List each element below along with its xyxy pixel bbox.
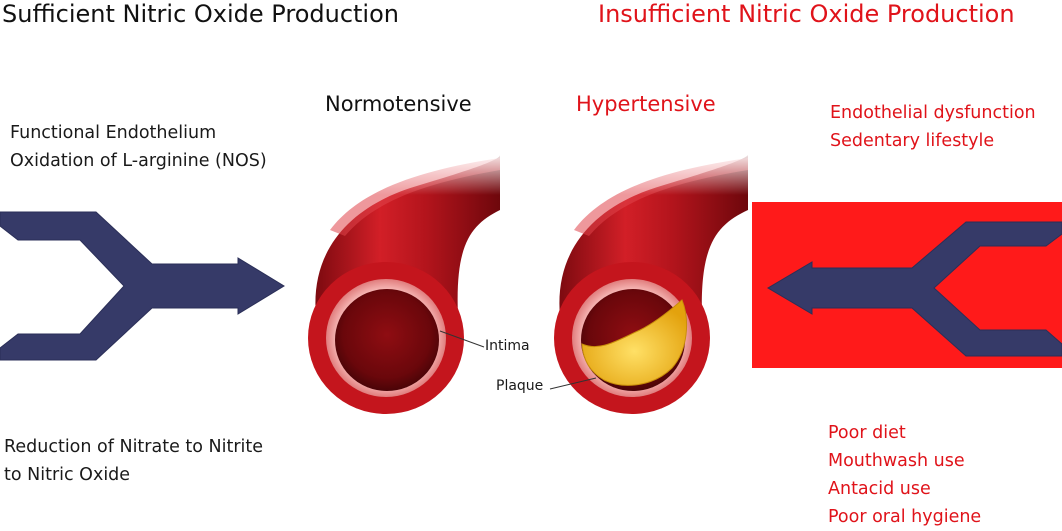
- text-line: Oxidation of L-arginine (NOS): [10, 151, 267, 171]
- text-line: Functional Endothelium: [10, 123, 217, 143]
- text-line: Reduction of Nitrate to Nitrite: [4, 437, 264, 457]
- normotensive-lumen: [335, 289, 439, 391]
- text-line: Poor oral hygiene: [828, 507, 982, 527]
- sufficient-sources-bottom: Reduction of Nitrate to Nitrite to Nitri…: [4, 433, 263, 489]
- insufficient-merge-arrow: [767, 221, 1062, 357]
- intima-leader-line: [439, 330, 485, 348]
- normotensive-vessel: [308, 150, 510, 414]
- insufficient-causes-top: Endothelial dysfunction Sedentary lifest…: [830, 99, 1036, 155]
- hypertensive-vessel: [554, 150, 756, 414]
- intima-label: Intima: [485, 338, 530, 354]
- insufficient-causes-bottom: Poor diet Mouthwash use Antacid use Poor…: [828, 419, 981, 531]
- text-line: Endothelial dysfunction: [830, 103, 1036, 123]
- text-line: Sedentary lifestyle: [830, 131, 995, 151]
- hypertensive-label: Hypertensive: [576, 92, 716, 116]
- sufficient-title: Sufficient Nitric Oxide Production: [2, 0, 399, 28]
- plaque-leader-line: [549, 377, 597, 390]
- sufficient-merge-arrow: [0, 211, 285, 361]
- plaque-deposit: [581, 299, 688, 386]
- text-line: to Nitric Oxide: [4, 465, 131, 485]
- plaque-label: Plaque: [496, 378, 544, 394]
- text-line: Mouthwash use: [828, 451, 965, 471]
- sufficient-sources-top: Functional Endothelium Oxidation of L-ar…: [10, 119, 267, 175]
- text-line: Antacid use: [828, 479, 931, 499]
- text-line: Poor diet: [828, 423, 906, 443]
- normotensive-label: Normotensive: [325, 92, 472, 116]
- insufficient-title: Insufficient Nitric Oxide Production: [598, 0, 1015, 28]
